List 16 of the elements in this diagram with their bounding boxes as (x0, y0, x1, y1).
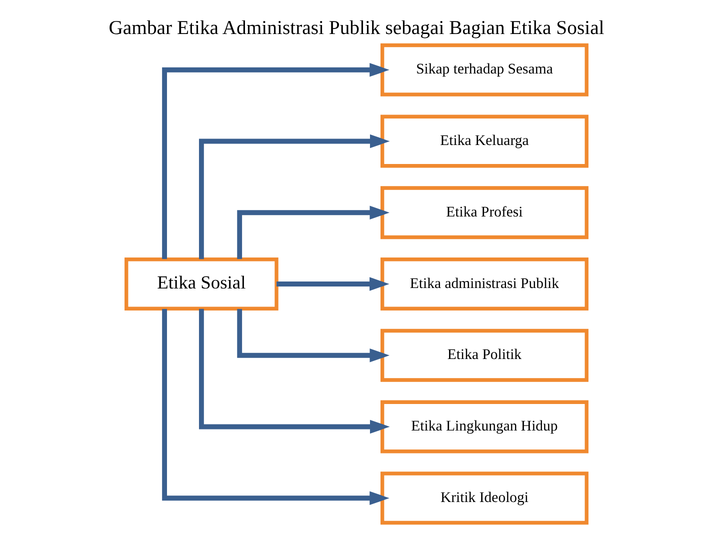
node-box: Etika Profesi (380, 186, 588, 240)
node-box: Etika Sosial (124, 258, 278, 310)
node-box: Etika Politik (380, 328, 588, 382)
node-box: Etika Keluarga (380, 114, 588, 168)
node-box: Sikap terhadap Sesama (380, 43, 588, 96)
arrow (198, 134, 390, 260)
arrow (198, 308, 390, 434)
arrow (162, 308, 390, 506)
node-box: Etika administrasi Publik (380, 258, 588, 310)
diagram-title: Gambar Etika Administrasi Publik sebagai Bagian Etika Sosial (108, 16, 604, 39)
node-box: Kritik Ideologi (380, 472, 588, 525)
arrow (162, 62, 390, 260)
node-box: Etika Lingkungan Hidup (380, 400, 588, 454)
arrow (276, 277, 390, 291)
arrow (237, 308, 390, 362)
arrow (237, 206, 390, 260)
